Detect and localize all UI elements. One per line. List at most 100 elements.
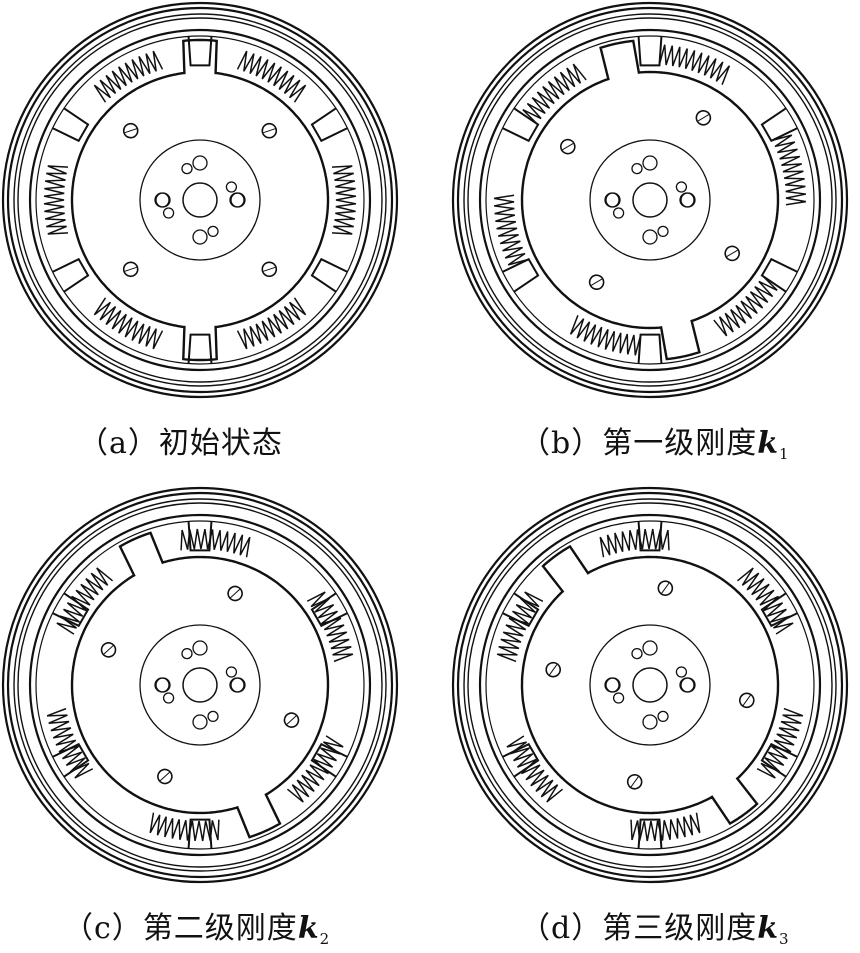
caption-d: （d）第三级刚度k3 bbox=[520, 903, 790, 948]
caption-label: （b） bbox=[520, 426, 603, 461]
center-hole bbox=[182, 182, 218, 218]
bolt-hole bbox=[181, 647, 193, 660]
spring-coil bbox=[306, 591, 354, 663]
rivet-slot bbox=[697, 114, 710, 122]
spring-coil bbox=[46, 707, 94, 779]
bolt-hole bbox=[225, 181, 238, 193]
outer-ring bbox=[1, 1, 399, 399]
outer-ring bbox=[13, 498, 387, 872]
rivet-slot bbox=[726, 249, 738, 258]
outer-ring bbox=[1, 486, 399, 884]
rivet bbox=[738, 692, 755, 709]
rivet bbox=[657, 580, 674, 597]
spring-coil bbox=[56, 567, 114, 635]
bolt-hole bbox=[680, 677, 696, 693]
spring-coil bbox=[180, 528, 251, 558]
hub-disc bbox=[493, 39, 807, 361]
disc-outline bbox=[70, 38, 330, 362]
damper-assembly bbox=[1, 486, 399, 884]
retainer-ring bbox=[478, 513, 822, 857]
rivet-slot bbox=[549, 664, 558, 676]
bolt-hole bbox=[642, 640, 658, 656]
spring-seat bbox=[760, 107, 798, 143]
stiffness-symbol: k bbox=[757, 426, 780, 461]
rivet-slot bbox=[124, 266, 137, 272]
bolt-hole bbox=[192, 229, 208, 245]
spring-coil bbox=[93, 297, 164, 350]
spring-coil bbox=[522, 63, 587, 125]
caption-title: 初始状态 bbox=[158, 426, 283, 461]
hub-disc bbox=[496, 528, 804, 842]
spring-seat bbox=[502, 257, 540, 293]
bolt-hole bbox=[642, 229, 658, 245]
rivet bbox=[283, 712, 300, 728]
rivet bbox=[545, 661, 562, 678]
caption-title: 第三级刚度 bbox=[602, 911, 758, 946]
spring-seat bbox=[310, 107, 348, 143]
bolt-hole bbox=[657, 225, 669, 238]
spring-coil bbox=[286, 735, 344, 803]
spring-coil bbox=[236, 50, 307, 103]
bolt-hole bbox=[675, 666, 688, 678]
damper-drawing-b bbox=[445, 0, 855, 405]
damper-assembly bbox=[1, 1, 399, 399]
bolt-hole bbox=[631, 162, 643, 175]
rivet bbox=[122, 261, 139, 278]
stiffness-subscript: 1 bbox=[779, 445, 790, 463]
spring-coil bbox=[93, 50, 164, 103]
outer-ring bbox=[456, 491, 844, 879]
hub-flange bbox=[139, 139, 261, 261]
spring-coil bbox=[630, 812, 701, 842]
rivet-slot bbox=[562, 142, 574, 151]
bolt-hole bbox=[679, 192, 695, 208]
bolt-hole bbox=[657, 710, 669, 723]
rivet bbox=[100, 642, 117, 658]
bolt-hole bbox=[612, 207, 625, 219]
spring-seat bbox=[52, 257, 90, 293]
bolt-hole bbox=[612, 692, 625, 704]
spring-coil bbox=[331, 165, 357, 235]
spring-seat bbox=[637, 36, 663, 67]
damper-drawing-a bbox=[0, 0, 405, 405]
bolt-hole bbox=[155, 192, 171, 208]
hub-flange bbox=[589, 139, 711, 261]
outer-ring bbox=[463, 13, 837, 387]
center-hole bbox=[632, 667, 668, 703]
outer-ring bbox=[17, 502, 383, 868]
bolt-hole bbox=[229, 677, 245, 693]
spring-coil bbox=[569, 315, 642, 356]
spring-seat bbox=[760, 257, 798, 293]
outer-ring bbox=[451, 486, 849, 884]
caption-b: （b）第一级刚度k1 bbox=[520, 418, 790, 463]
rivet-slot bbox=[742, 694, 751, 706]
outer-ring bbox=[6, 6, 394, 394]
bolt-hole bbox=[181, 162, 193, 175]
rivet-slot bbox=[124, 128, 137, 134]
outer-ring bbox=[467, 17, 833, 383]
outer-ring bbox=[456, 6, 844, 394]
rivet bbox=[261, 122, 278, 139]
outer-ring bbox=[467, 502, 833, 868]
spring-coil bbox=[506, 735, 564, 803]
bolt-hole bbox=[679, 677, 695, 693]
damper-drawing-d bbox=[445, 480, 855, 890]
retainer-ring bbox=[485, 520, 815, 850]
hub-flange bbox=[139, 624, 261, 746]
damper-assembly bbox=[451, 486, 849, 884]
outer-ring bbox=[13, 13, 387, 387]
retainer-ring bbox=[478, 28, 822, 372]
hub-disc bbox=[43, 38, 357, 362]
spring-seat bbox=[52, 107, 90, 143]
spring-coil bbox=[772, 134, 807, 206]
spring-coil bbox=[493, 194, 528, 266]
caption-label: （d） bbox=[520, 911, 603, 946]
rivet bbox=[588, 274, 605, 290]
caption-title: 第二级刚度 bbox=[142, 911, 298, 946]
spring-seat bbox=[502, 107, 540, 143]
outer-ring bbox=[6, 491, 394, 879]
spring-seat bbox=[187, 333, 213, 364]
spring-coil bbox=[736, 567, 794, 635]
bolt-hole bbox=[154, 677, 170, 693]
spring-coil bbox=[149, 812, 220, 842]
hub-flange bbox=[589, 624, 711, 746]
